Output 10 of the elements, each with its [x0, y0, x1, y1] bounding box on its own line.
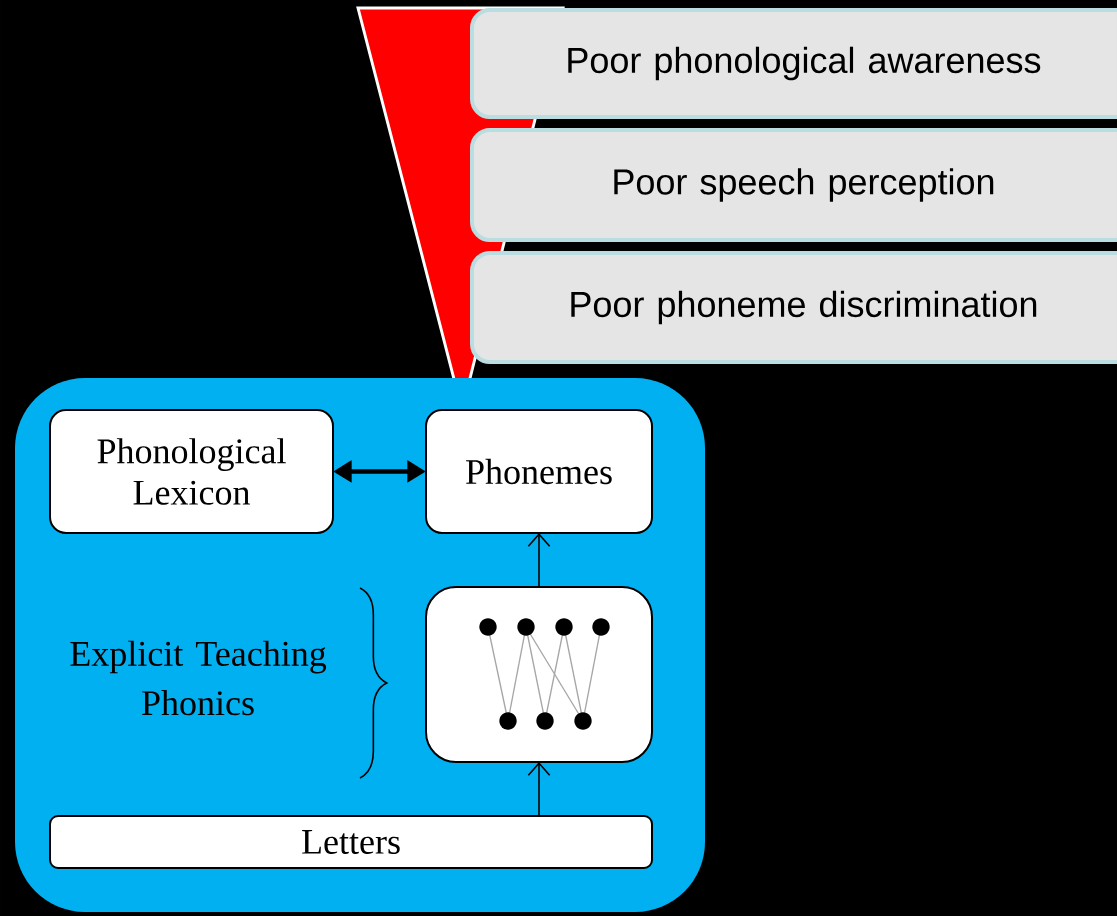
process-box: Phonological Lexicon [49, 409, 334, 534]
deficit-box: Poor phonological awareness [470, 8, 1117, 119]
label-bar: Letters [49, 815, 653, 869]
deficit-box: Poor speech perception [470, 128, 1117, 242]
process-box: Phonemes [425, 409, 653, 534]
network-box [425, 586, 653, 763]
deficit-box: Poor phoneme discrimination [470, 251, 1117, 364]
bracket-label: Explicit Teaching Phonics [70, 640, 327, 716]
arrow [527, 533, 551, 588]
arrow [527, 762, 551, 817]
